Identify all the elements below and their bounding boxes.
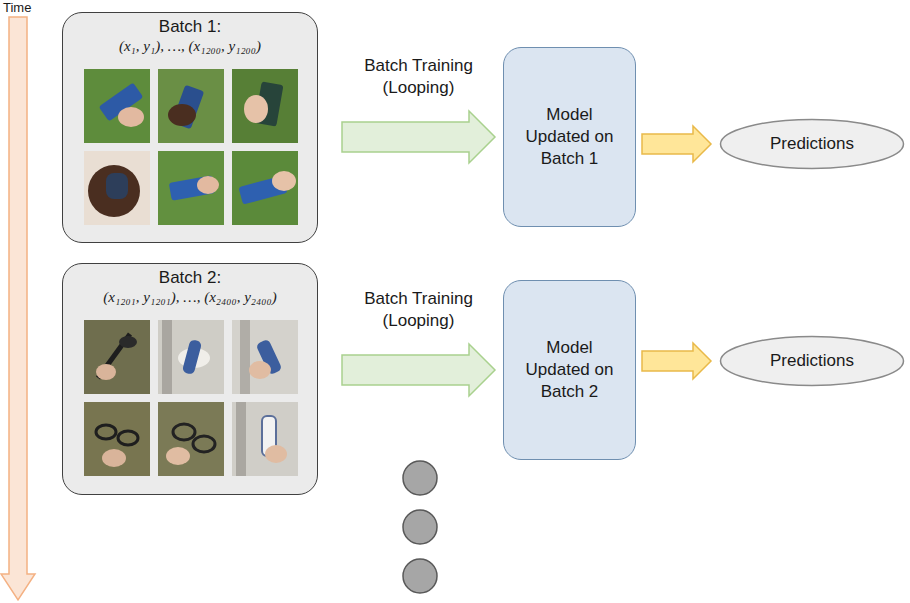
ellipse-shape — [721, 120, 904, 169]
model-label: Model Updated on Batch 2 — [516, 337, 623, 403]
batch-box: Batch 2:(x₁₂₀₁, y₁₂₀₁), …, (x₂₄₀₀, y₂₄₀₀… — [62, 263, 318, 495]
model-box: Model Updated on Batch 2 — [503, 280, 636, 460]
photo-grid — [84, 69, 298, 225]
ellipse-shape — [721, 337, 904, 386]
predictions-label: Predictions — [770, 350, 854, 372]
training-arrow — [342, 344, 495, 396]
model-label: Model Updated on Batch 1 — [516, 104, 623, 170]
batch-formula: (x₁, y₁), …, (x₁₂₀₀, y₁₂₀₀) — [71, 37, 309, 56]
batch-title: Batch 2: — [71, 267, 309, 288]
edge-label: Batch Training (Looping) — [344, 288, 494, 332]
predictions-ellipse: Predictions — [719, 335, 905, 387]
continuation-dot — [403, 559, 437, 593]
predictions-label: Predictions — [770, 133, 854, 155]
axis-label: Time — [3, 0, 31, 15]
prediction-arrow — [642, 343, 711, 379]
model-box: Model Updated on Batch 1 — [503, 47, 636, 227]
training-arrow — [342, 111, 495, 163]
continuation-dot — [403, 461, 437, 495]
batch-box: Batch 1:(x₁, y₁), …, (x₁₂₀₀, y₁₂₀₀) — [62, 12, 318, 243]
predictions-ellipse: Predictions — [719, 118, 905, 170]
time-arrow — [1, 17, 35, 600]
batch-title: Batch 1: — [71, 16, 309, 37]
batch-formula: (x₁₂₀₁, y₁₂₀₁), …, (x₂₄₀₀, y₂₄₀₀) — [71, 288, 309, 307]
edge-label: Batch Training (Looping) — [344, 55, 494, 99]
photo-grid — [84, 320, 298, 476]
prediction-arrow — [642, 126, 711, 162]
continuation-dot — [403, 510, 437, 544]
